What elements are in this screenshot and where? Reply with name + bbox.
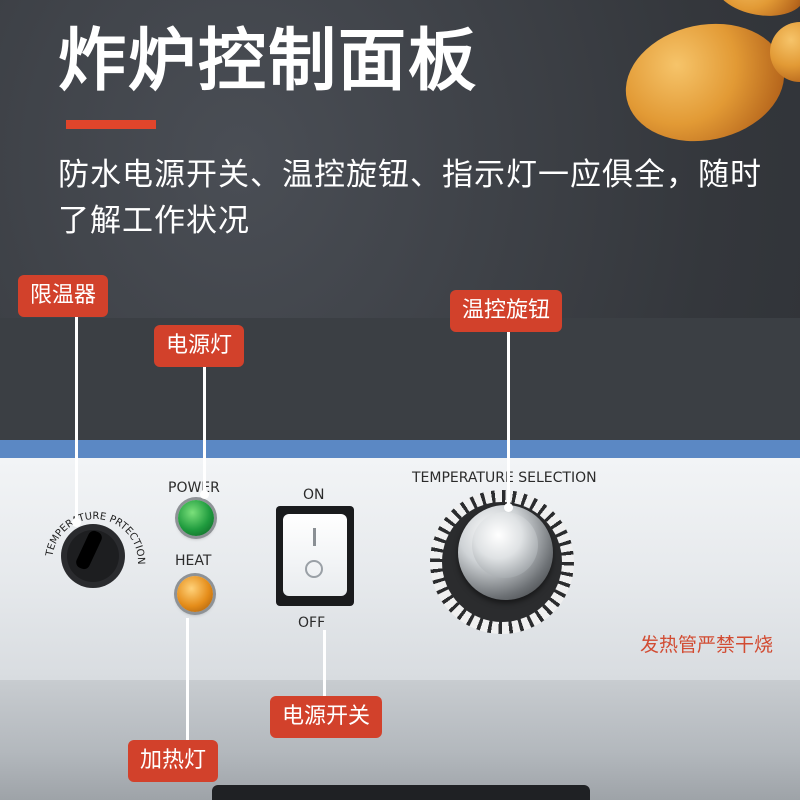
fryer-base xyxy=(0,680,800,800)
leader-dot xyxy=(504,503,513,512)
on-symbol-icon xyxy=(313,528,316,546)
power-label: POWER xyxy=(168,480,220,496)
warning-text: 发热管严禁干烧 xyxy=(640,634,774,656)
heat-label: HEAT xyxy=(175,553,212,569)
callout-power-switch: 电源开关 xyxy=(270,696,383,738)
power-indicator-light xyxy=(178,500,214,536)
leader-dot xyxy=(72,518,81,527)
leader-line xyxy=(203,367,206,495)
leader-line xyxy=(507,332,510,507)
fried-chicken-image xyxy=(614,9,796,156)
knob-cap xyxy=(472,512,538,578)
leader-line xyxy=(186,618,189,740)
callout-temperature-knob: 温控旋钮 xyxy=(450,290,563,332)
temperature-protection-label: TEMPERATURE PRTECTION xyxy=(44,511,146,565)
callout-limiter: 限温器 xyxy=(18,275,109,317)
off-label: OFF xyxy=(298,615,326,631)
control-panel xyxy=(0,458,800,680)
on-label: ON xyxy=(303,487,325,503)
page-title: 炸炉控制面板 xyxy=(58,22,479,101)
leader-line xyxy=(75,317,78,522)
leader-line xyxy=(323,630,326,696)
fryer-body-top xyxy=(0,318,800,443)
power-switch[interactable] xyxy=(283,514,347,596)
callout-heat-light: 加热灯 xyxy=(128,740,219,782)
page-subtitle: 防水电源开关、温控旋钮、指示灯一应俱全，随时了解工作状况 xyxy=(58,157,762,239)
heat-indicator-light xyxy=(177,576,213,612)
svg-text:TEMPERATURE PRTECTION: TEMPERATURE PRTECTION xyxy=(44,511,146,565)
title-underline xyxy=(66,120,156,129)
base-slot xyxy=(212,785,590,800)
off-symbol-icon xyxy=(305,560,323,578)
leader-dot xyxy=(200,490,209,499)
fried-chicken-image xyxy=(711,0,800,23)
callout-power-light: 电源灯 xyxy=(154,325,245,367)
temperature-selection-label: TEMPERATURE SELECTION xyxy=(412,470,597,486)
